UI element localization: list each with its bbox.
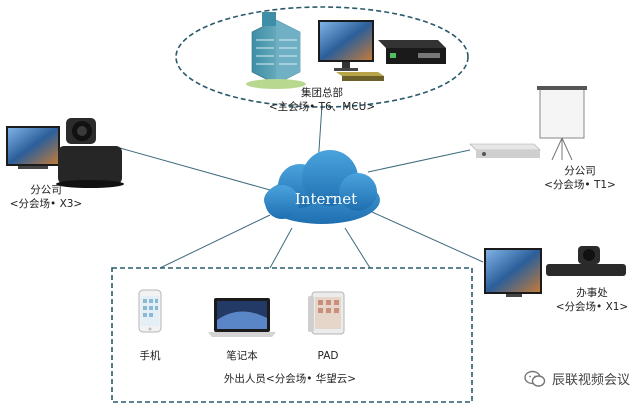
link-branch-right (367, 149, 471, 173)
headquarters-label: 集团总部 <主会场• T6、MCU> (262, 86, 382, 114)
branch-right-role: <分会场• T1> (544, 179, 616, 191)
laptop-label: 笔记本 (226, 350, 258, 362)
branch-right-label: 分公司 <分会场• T1> (538, 164, 622, 192)
mcu-server-icon (378, 40, 446, 64)
hq-display-icon (318, 20, 374, 71)
office-display-icon (484, 248, 542, 297)
tablet-label: PAD (317, 350, 339, 362)
branch-right-name: 分公司 (564, 165, 596, 177)
laptop-icon (208, 298, 276, 337)
headquarters-role: <主会场• T6、MCU> (268, 101, 376, 113)
t6-terminal-icon (336, 72, 384, 81)
smartphone-label: 手机 (139, 350, 161, 362)
office-label: 办事处 <分会场• X1> (546, 286, 638, 314)
watermark: 辰联视频会议 (524, 369, 630, 388)
wechat-logo-icon (524, 370, 546, 388)
watermark-text: 辰联视频会议 (551, 373, 630, 388)
branch-left-display-icon (6, 126, 60, 169)
remote-boundary (111, 267, 473, 403)
office-role: <分会场• X1> (555, 301, 629, 313)
ptz-camera-icon (56, 118, 124, 188)
link-branch-left (119, 147, 271, 191)
bar-camera-icon (546, 246, 626, 276)
remote-caption: 外出人员<分会场• 华望云> (223, 373, 357, 385)
office-name: 办事处 (576, 287, 608, 299)
branch-left-name: 分公司 (30, 184, 62, 196)
link-remote-right (344, 227, 371, 269)
link-office (371, 211, 484, 263)
branch-left-label: 分公司 <分会场• X3> (4, 183, 88, 211)
internet-label: Internet (294, 190, 358, 208)
internet-cloud-icon (264, 150, 380, 224)
tablet-icon (308, 291, 345, 335)
smartphone-icon (138, 289, 162, 333)
headquarters-boundary (175, 6, 469, 108)
branch-left-role: <分会场• X3> (9, 198, 83, 210)
headquarters-name: 集团总部 (301, 87, 343, 99)
link-remote-left (159, 214, 271, 269)
connection-lines (119, 104, 484, 269)
link-remote-mid (269, 227, 293, 269)
office-building-icon (246, 12, 306, 89)
projector-screen-icon (537, 86, 587, 161)
t1-terminal-icon (469, 143, 541, 158)
